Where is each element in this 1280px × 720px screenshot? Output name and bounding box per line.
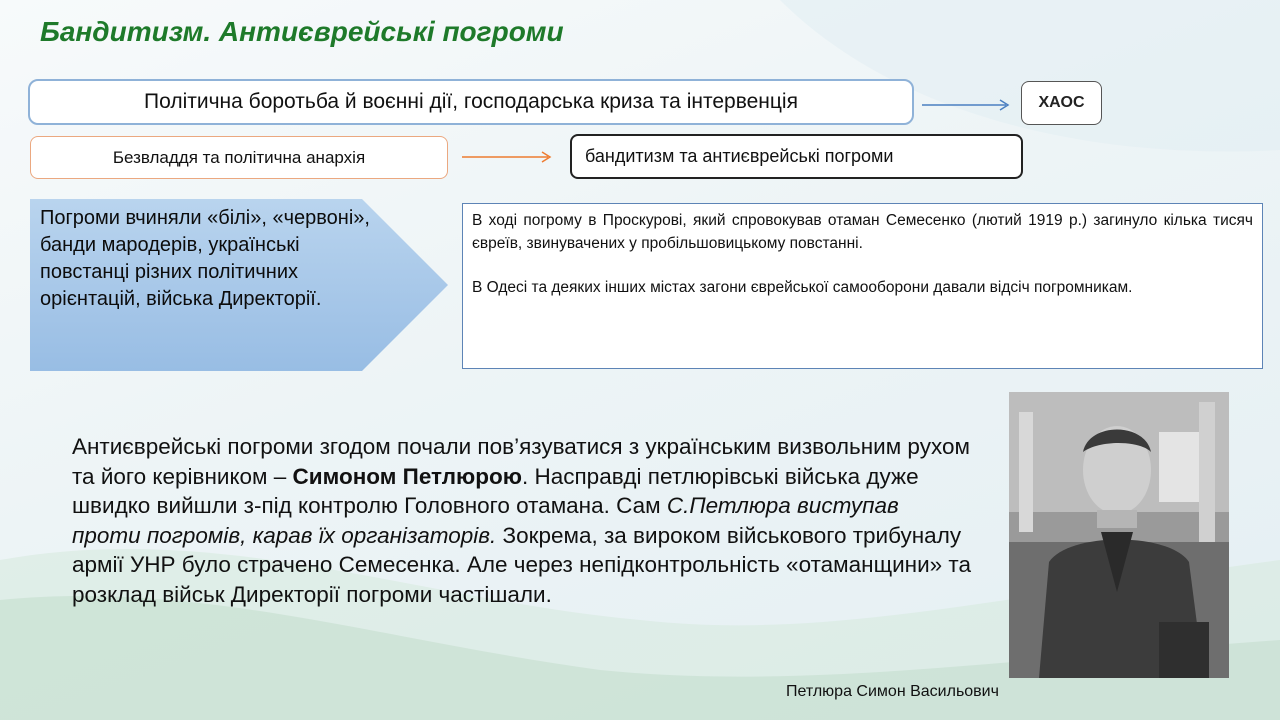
- main-text-part-3: Зокрема, за вироком військового трибунал…: [72, 522, 971, 607]
- banditry-text: бандитизм та антиєврейські погроми: [585, 146, 894, 166]
- anarchy-box: Безвладдя та політична анархія: [30, 136, 448, 179]
- arrow-right-icon: [462, 151, 552, 163]
- main-text-part-2: . Насправді петлюрівські війська дуже шв…: [72, 463, 919, 519]
- pentagon-arrow-shape: [30, 199, 448, 371]
- banditry-box: бандитизм та антиєврейські погроми: [570, 134, 1023, 179]
- main-text: Антиєврейські погроми згодом почали пов’…: [72, 432, 972, 609]
- causes-text: Політична боротьба й воєнні дії, господа…: [144, 90, 798, 113]
- info-box: В ході погрому в Проскурові, який спрово…: [462, 203, 1263, 369]
- pogrom-perpetrators-text: Погроми вчиняли «білі», «червоні», банди…: [40, 207, 370, 310]
- slide-title: Бандитизм. Антиєврейські погроми: [40, 16, 564, 47]
- arrow-right-icon: [922, 99, 1010, 111]
- photo-caption: Петлюра Симон Васильович: [786, 683, 999, 700]
- main-text-part-1: Антиєврейські погроми згодом почали пов’…: [72, 434, 970, 489]
- proskuriv-paragraph: В ході погрому в Проскурові, який спрово…: [472, 212, 1253, 252]
- causes-box: Політична боротьба й воєнні дії, господа…: [28, 79, 914, 125]
- anarchy-text: Безвладдя та політична анархія: [112, 147, 366, 167]
- chaos-text: ХАОС: [1038, 94, 1085, 111]
- main-text-italic: С.Петлюра виступав проти погромів, карав…: [72, 493, 899, 548]
- odesa-paragraph: В Одесі та деяких інших містах загони єв…: [472, 279, 1133, 296]
- chaos-box: ХАОС: [1021, 81, 1102, 125]
- petliura-portrait-photo: [1009, 392, 1229, 678]
- petliura-name: Симоном Петлюрою: [292, 463, 522, 489]
